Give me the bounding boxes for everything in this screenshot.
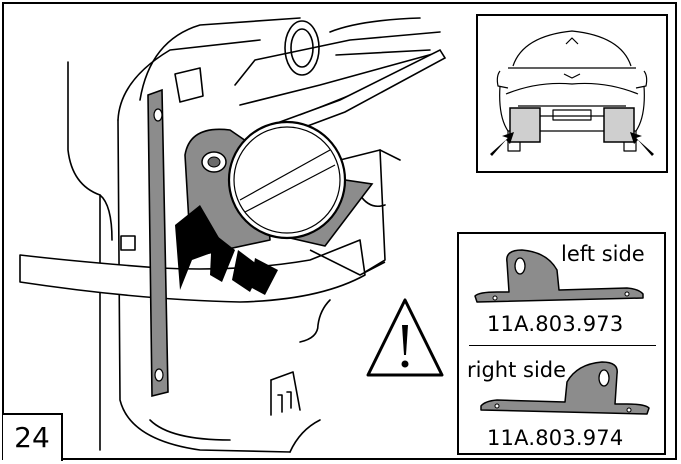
- left-side-label: left side: [561, 242, 645, 266]
- left-part-number: 11A.803.973: [487, 312, 624, 336]
- right-side-label: right side: [467, 358, 567, 382]
- warning-triangle-icon: [366, 298, 444, 377]
- vehicle-rear-inset: [476, 14, 668, 173]
- vehicle-body-linework: [67, 17, 441, 453]
- direction-arrow-icon: [490, 132, 514, 156]
- step-number: 24: [14, 421, 50, 454]
- left-bracket-illustration: [474, 249, 644, 303]
- outer-border: [2, 2, 677, 460]
- direction-arrow-icon: [175, 205, 278, 295]
- parts-legend: left side 11A.803.973 right side 11A.803…: [457, 232, 666, 455]
- direction-arrow-icon: [630, 132, 654, 156]
- right-part-number: 11A.803.974: [487, 426, 624, 450]
- magnifier-circle: [227, 120, 347, 240]
- right-bracket-illustration: [480, 361, 650, 415]
- legend-divider: [469, 345, 656, 346]
- step-number-box: 24: [3, 413, 63, 461]
- vertical-strap: [147, 88, 169, 398]
- car-rear-view: [490, 30, 654, 156]
- crossbar: [19, 239, 366, 303]
